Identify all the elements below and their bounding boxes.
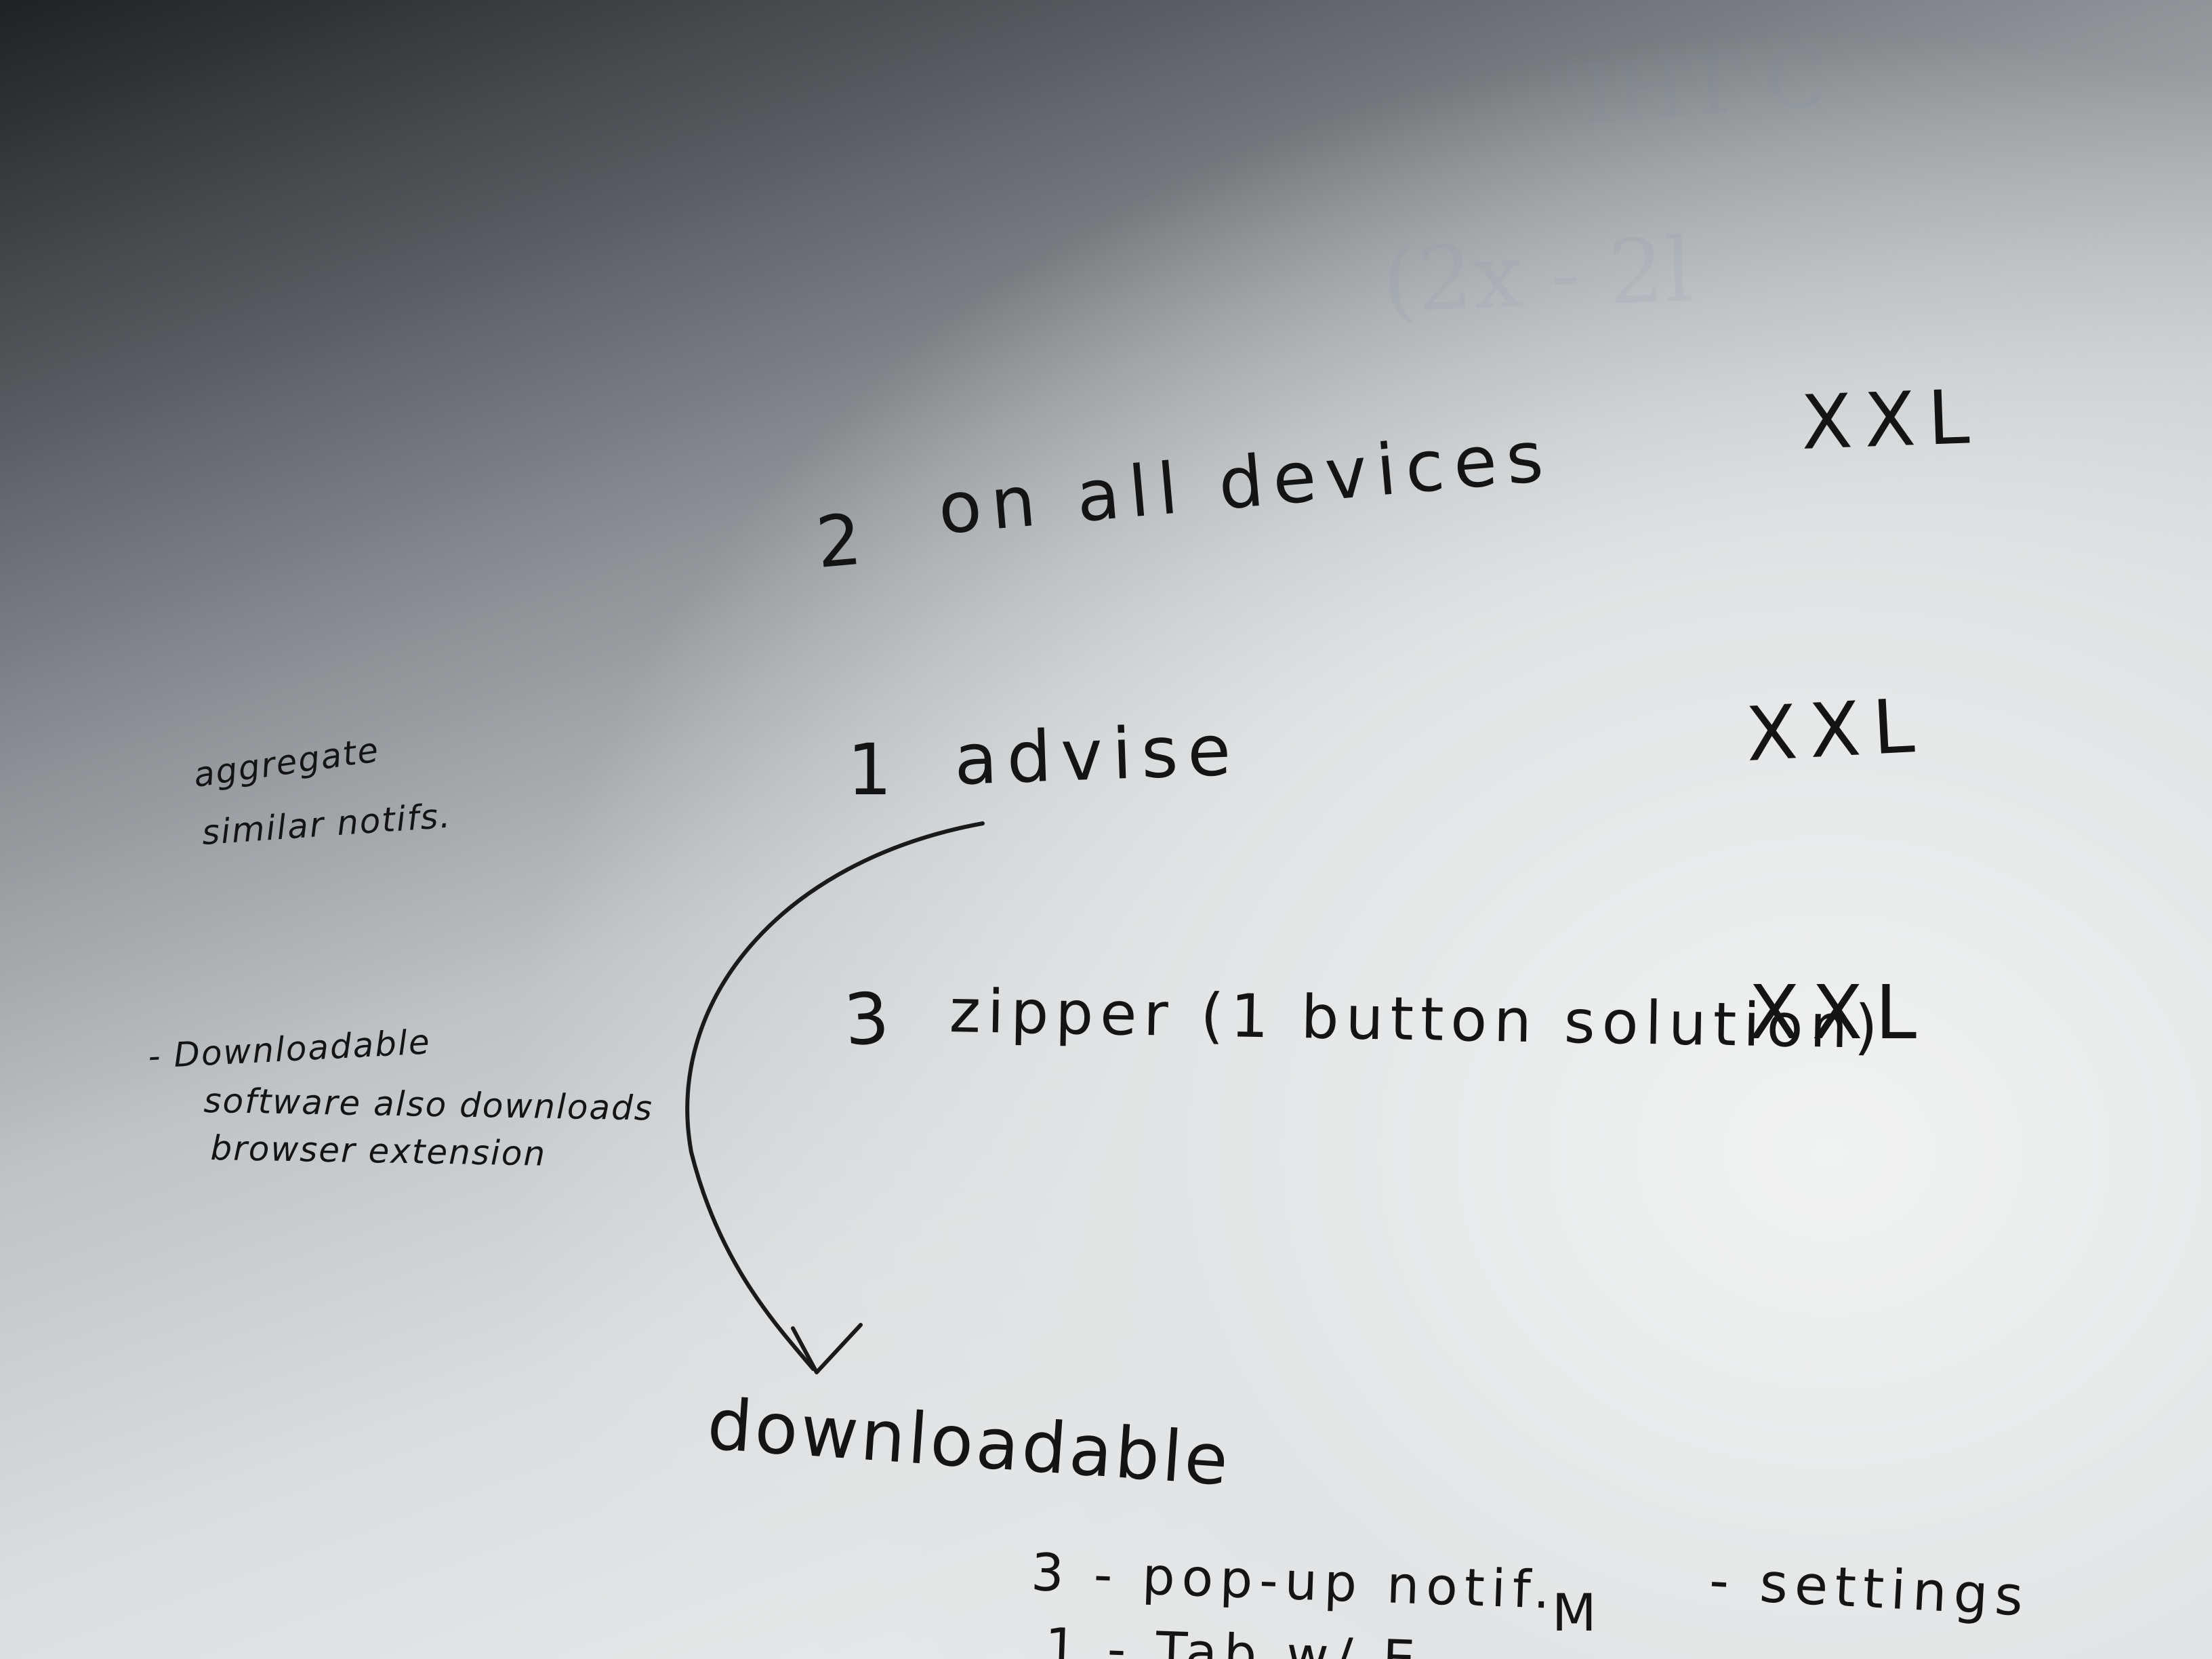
bottom-popup-size: M <box>1552 1582 1603 1643</box>
item-number-1: 1 <box>847 729 902 811</box>
flow-arrow-curve <box>685 821 985 1371</box>
flow-arrow-head <box>791 1323 863 1374</box>
size-label-zipper: XXL <box>1748 969 1929 1056</box>
